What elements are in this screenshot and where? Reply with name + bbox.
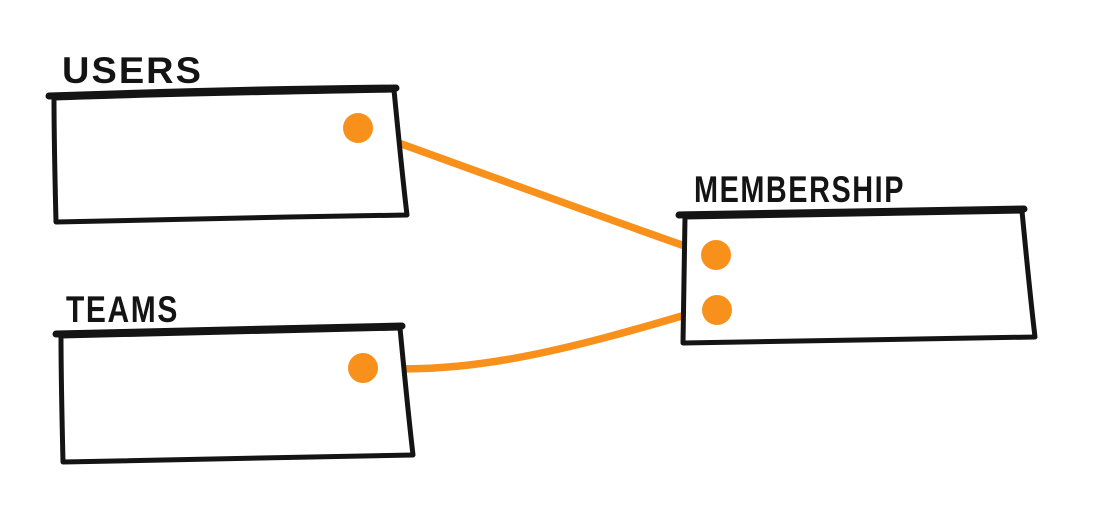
teams-box[interactable] [58,325,416,465]
membership-box-top-stroke [675,205,1028,219]
users-box[interactable] [51,87,410,225]
anchor-dot-membership-bottom[interactable] [702,295,732,325]
membership-label[interactable]: MEMBERSHIP [694,169,905,210]
connector-users-membership[interactable] [367,129,706,256]
entity-membership[interactable]: MEMBERSHIP [675,169,1038,346]
connector-teams-membership[interactable] [375,306,706,373]
teams-label[interactable]: TEAMS [66,289,179,330]
entity-teams[interactable]: TEAMS [52,289,416,465]
connector-teams-membership-line[interactable] [375,306,706,373]
anchor-dot-teams[interactable] [348,353,378,383]
connector-users-membership-line[interactable] [367,129,706,256]
teams-box-top-stroke [52,322,406,338]
anchor-dot-users[interactable] [343,113,373,143]
anchor-dot-membership-top[interactable] [701,240,731,270]
membership-box[interactable] [680,208,1038,346]
entity-users[interactable]: USERS [45,50,410,225]
users-label[interactable]: USERS [62,50,203,91]
users-box-top-stroke [45,84,400,100]
